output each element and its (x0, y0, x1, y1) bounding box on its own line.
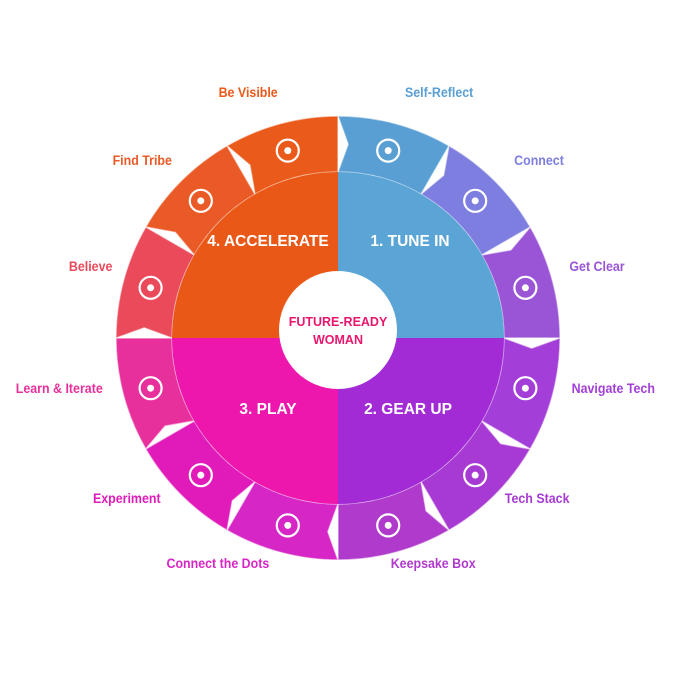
center-title-line2: WOMAN (313, 333, 363, 347)
target-icon (513, 275, 538, 300)
magnifier-icon (376, 138, 401, 163)
center-title-line1: FUTURE-READY (289, 315, 388, 329)
quadrant-label-play: 3. PLAY (239, 401, 297, 418)
step-label-find-tribe[interactable]: Find Tribe (112, 153, 172, 168)
step-label-experiment[interactable]: Experiment (92, 491, 161, 506)
step-label-connect-the-dots[interactable]: Connect the Dots (166, 556, 270, 571)
step-label-be-visible[interactable]: Be Visible (218, 85, 278, 100)
step-label-keepsake-box[interactable]: Keepsake Box (390, 556, 476, 571)
quadrant-label-tune-in: 1. TUNE IN (370, 233, 449, 250)
gears-icon (463, 463, 488, 488)
step-label-get-clear[interactable]: Get Clear (569, 259, 625, 274)
quadrant-label-accelerate: 4. ACCELERATE (207, 233, 328, 250)
chat-bubbles-icon (463, 188, 488, 213)
step-label-learn-iterate[interactable]: Learn & Iterate (15, 381, 103, 396)
steps-ring (115, 115, 561, 561)
step-label-believe[interactable]: Believe (68, 259, 113, 274)
megaphone-icon (275, 138, 300, 163)
step-icons (138, 138, 538, 538)
box-icon (376, 513, 401, 538)
quadrant-label-gear-up: 2. GEAR UP (364, 401, 452, 418)
head-heart-icon (138, 275, 163, 300)
search-icon (188, 463, 213, 488)
step-label-connect[interactable]: Connect (514, 153, 564, 168)
lightbulb-icon (275, 513, 300, 538)
step-label-navigate-tech[interactable]: Navigate Tech (571, 381, 655, 396)
quadrant-play[interactable] (172, 338, 338, 504)
cycle-check-icon (138, 376, 163, 401)
quadrant-gear-up[interactable] (338, 338, 504, 504)
people-icon (188, 188, 213, 213)
compass-gear-icon (513, 376, 538, 401)
step-label-tech-stack[interactable]: Tech Stack (504, 491, 570, 506)
step-label-self-reflect[interactable]: Self-Reflect (404, 85, 474, 100)
center-circle (279, 271, 397, 389)
